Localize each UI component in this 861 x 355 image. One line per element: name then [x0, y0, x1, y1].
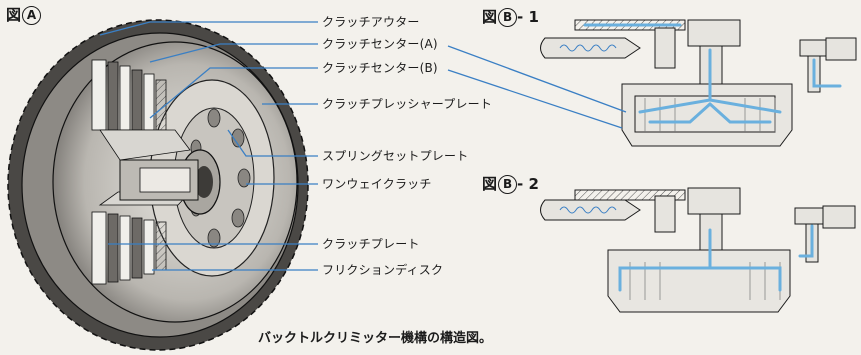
label-clutch-plate: クラッチプレート: [322, 237, 420, 251]
label-clutch-center-a: クラッチセンター(A): [322, 37, 438, 51]
figure-b2-suffix: - 2: [517, 175, 539, 193]
figure-b2-prefix: 図: [482, 175, 498, 193]
label-pressure-plate: クラッチプレッシャープレート: [322, 97, 493, 111]
figure-a-mark: A: [22, 6, 42, 25]
label-clutch-outer: クラッチアウター: [322, 15, 420, 29]
figure-b1-leader-lines: [447, 45, 627, 129]
figure-b1-suffix: - 1: [517, 8, 539, 26]
label-spring-set-plate: スプリングセットプレート: [322, 149, 469, 163]
diagram-caption: バックトルクリミッター機構の構造図。: [258, 331, 493, 346]
figure-a-prefix: 図: [6, 6, 22, 24]
upper-plate-stack: [91, 59, 191, 161]
figure-b1-prefix: 図: [482, 8, 498, 26]
figure-b2-cross-section: [540, 187, 856, 313]
label-one-way-clutch: ワンウェイクラッチ: [322, 177, 432, 191]
label-clutch-center-b: クラッチセンター(B): [322, 61, 438, 75]
hub-bore: [195, 166, 213, 198]
clutch-cutaway-illustration: [7, 19, 309, 351]
label-friction-disc: フリクションディスク: [322, 263, 444, 277]
figure-a-leader-lines: [99, 21, 318, 271]
figure-b1-cross-section: [540, 19, 857, 147]
figure-b2-mark: B: [498, 175, 518, 194]
figure-b1-mark: B: [498, 8, 518, 27]
